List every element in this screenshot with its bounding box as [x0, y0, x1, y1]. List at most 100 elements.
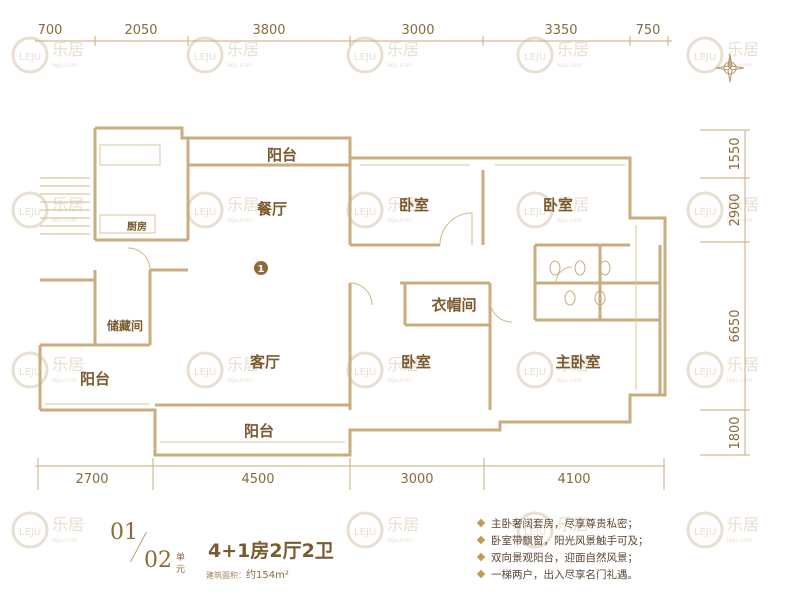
watermark-logo: LEJU 乐居 leju.com — [11, 191, 84, 229]
watermark-brand: 乐居 — [52, 355, 84, 374]
diamond-bullet-icon — [476, 552, 486, 562]
watermark-sub: LEJU — [194, 52, 216, 63]
watermark-domain: leju.com — [727, 377, 753, 384]
unit-number-a: 01 — [110, 520, 138, 545]
watermark-sub: LEJU — [19, 367, 41, 378]
watermark-sub: LEJU — [354, 367, 376, 378]
watermark-logo: LEJU 乐居 leju.com — [686, 511, 759, 549]
feature-text: 一梯两户，出入尽享名门礼遇。 — [491, 569, 638, 581]
watermark-logo: LEJU 乐居 leju.com — [11, 351, 84, 389]
diamond-bullet-icon — [476, 518, 486, 528]
stairs — [40, 177, 90, 235]
top-dim-1: 700 — [38, 23, 63, 38]
watermark-domain: leju.com — [557, 62, 583, 69]
windows — [45, 144, 637, 443]
watermark-domain: leju.com — [557, 217, 583, 224]
room-labels: 阳台 餐厅 卧室 卧室 厨房 1 衣帽间 储藏间 阳台 客厅 卧室 主卧室 阳台 — [80, 146, 601, 440]
watermark-logo: LEJU 乐居 leju.com — [346, 511, 419, 549]
watermark-logo: LEJU 乐居 leju.com — [346, 36, 419, 74]
watermark-brand: 乐居 — [387, 40, 419, 59]
watermark-brand: 乐居 — [557, 40, 589, 59]
bottom-dimension-line — [35, 458, 665, 490]
diamond-bullet-icon — [476, 569, 486, 579]
top-dimension-line — [35, 36, 672, 46]
watermark-brand: 乐居 — [727, 195, 759, 214]
bath-fixtures — [549, 260, 611, 306]
room-wardrobe: 衣帽间 — [431, 296, 476, 314]
bottom-dimensions: 2700 4500 3000 4100 — [75, 472, 590, 487]
room-balcony-top: 阳台 — [267, 146, 297, 164]
watermark-sub: LEJU — [354, 207, 376, 218]
right-dim-3: 6650 — [728, 309, 743, 342]
watermark-logo: LEJU 乐居 leju.com — [516, 351, 589, 389]
watermark-logo: LEJU 乐居 leju.com — [686, 191, 759, 229]
watermark-sub: LEJU — [19, 527, 41, 538]
unit-marker-icon — [254, 261, 268, 275]
watermark-logo: LEJU 乐居 leju.com — [186, 351, 259, 389]
feature-item: 主卧奢阔套房，尽享尊贵私密； — [476, 516, 778, 533]
feature-item: 卧室带飘窗，阳光风景触手可及； — [476, 533, 778, 550]
bottom-dim-3: 3000 — [400, 472, 433, 487]
watermark-brand: 乐居 — [52, 515, 84, 534]
watermark-brand: 乐居 — [227, 40, 259, 59]
unit-word-2: 元 — [176, 565, 186, 575]
watermark-brand: 乐居 — [227, 195, 259, 214]
watermark-sub: LEJU — [524, 52, 546, 63]
watermark-brand: 乐居 — [727, 515, 759, 534]
right-dim-1: 1550 — [728, 137, 743, 170]
unit-area: 建筑面积：约154m² — [206, 566, 289, 581]
watermark-domain: leju.com — [227, 217, 253, 224]
right-dim-2: 2900 — [728, 193, 743, 226]
area-value: 约154m² — [246, 570, 289, 581]
watermark-domain: leju.com — [387, 537, 413, 544]
watermark-domain: leju.com — [52, 62, 78, 69]
watermark-domain: leju.com — [52, 217, 78, 224]
watermark-domain: leju.com — [727, 537, 753, 544]
feature-item: 双向景观阳台，迎面自然风景； — [476, 550, 778, 567]
watermark-domain: leju.com — [727, 62, 753, 69]
room-bedroom-upper-right: 卧室 — [543, 196, 573, 214]
watermark-brand: 乐居 — [387, 195, 419, 214]
watermark-sub: LEJU — [524, 527, 546, 538]
unit-word-1: 单 — [176, 553, 186, 563]
area-label: 建筑面积： — [206, 571, 246, 580]
watermark-logo: LEJU 乐居 leju.com — [11, 511, 84, 549]
watermark-domain: leju.com — [557, 377, 583, 384]
watermark-sub: LEJU — [194, 207, 216, 218]
bottom-dim-4: 4100 — [557, 472, 590, 487]
watermark-sub: LEJU — [694, 52, 716, 63]
room-storage: 储藏间 — [107, 318, 143, 333]
watermark-brand: 乐居 — [557, 515, 589, 534]
room-living: 客厅 — [249, 353, 280, 371]
watermark-domain: leju.com — [557, 537, 583, 544]
right-dimensions: 1550 2900 6650 1800 — [728, 137, 743, 449]
feature-list: 主卧奢阔套房，尽享尊贵私密； 卧室带飘窗，阳光风景触手可及； 双向景观阳台，迎面… — [476, 516, 778, 584]
watermark-sub: LEJU — [694, 207, 716, 218]
watermark-logo: LEJU 乐居 leju.com — [346, 191, 419, 229]
unit-caption: 01 02 单 元 4+1房2厅2卫 建筑面积：约154m² — [110, 518, 410, 598]
watermark-sub: LEJU — [524, 207, 546, 218]
unit-number-b: 02 — [144, 548, 172, 573]
watermark-brand: 乐居 — [727, 40, 759, 59]
unit-marker: 1 — [258, 264, 265, 275]
right-dim-4: 1800 — [728, 416, 743, 449]
bottom-dim-2: 4500 — [241, 472, 274, 487]
watermark-sub: LEJU — [19, 52, 41, 63]
watermark-domain: leju.com — [387, 377, 413, 384]
watermark-domain: leju.com — [227, 62, 253, 69]
watermark-sub: LEJU — [354, 52, 376, 63]
watermark-brand: 乐居 — [387, 515, 419, 534]
watermark-logo: LEJU 乐居 leju.com — [186, 191, 259, 229]
watermark-domain: leju.com — [227, 377, 253, 384]
watermark-domain: leju.com — [387, 217, 413, 224]
unit-type: 4+1房2厅2卫 — [208, 540, 334, 562]
room-balcony-left: 阳台 — [80, 370, 110, 388]
room-kitchen: 厨房 — [127, 220, 147, 233]
watermark-logo: LEJU 乐居 leju.com — [516, 511, 589, 549]
room-balcony-bottom: 阳台 — [244, 422, 274, 440]
watermark-sub: LEJU — [194, 367, 216, 378]
watermark-sub: LEJU — [524, 367, 546, 378]
diamond-bullet-icon — [476, 535, 486, 545]
watermark-sub: LEJU — [694, 527, 716, 538]
watermark-sub: LEJU — [19, 207, 41, 218]
